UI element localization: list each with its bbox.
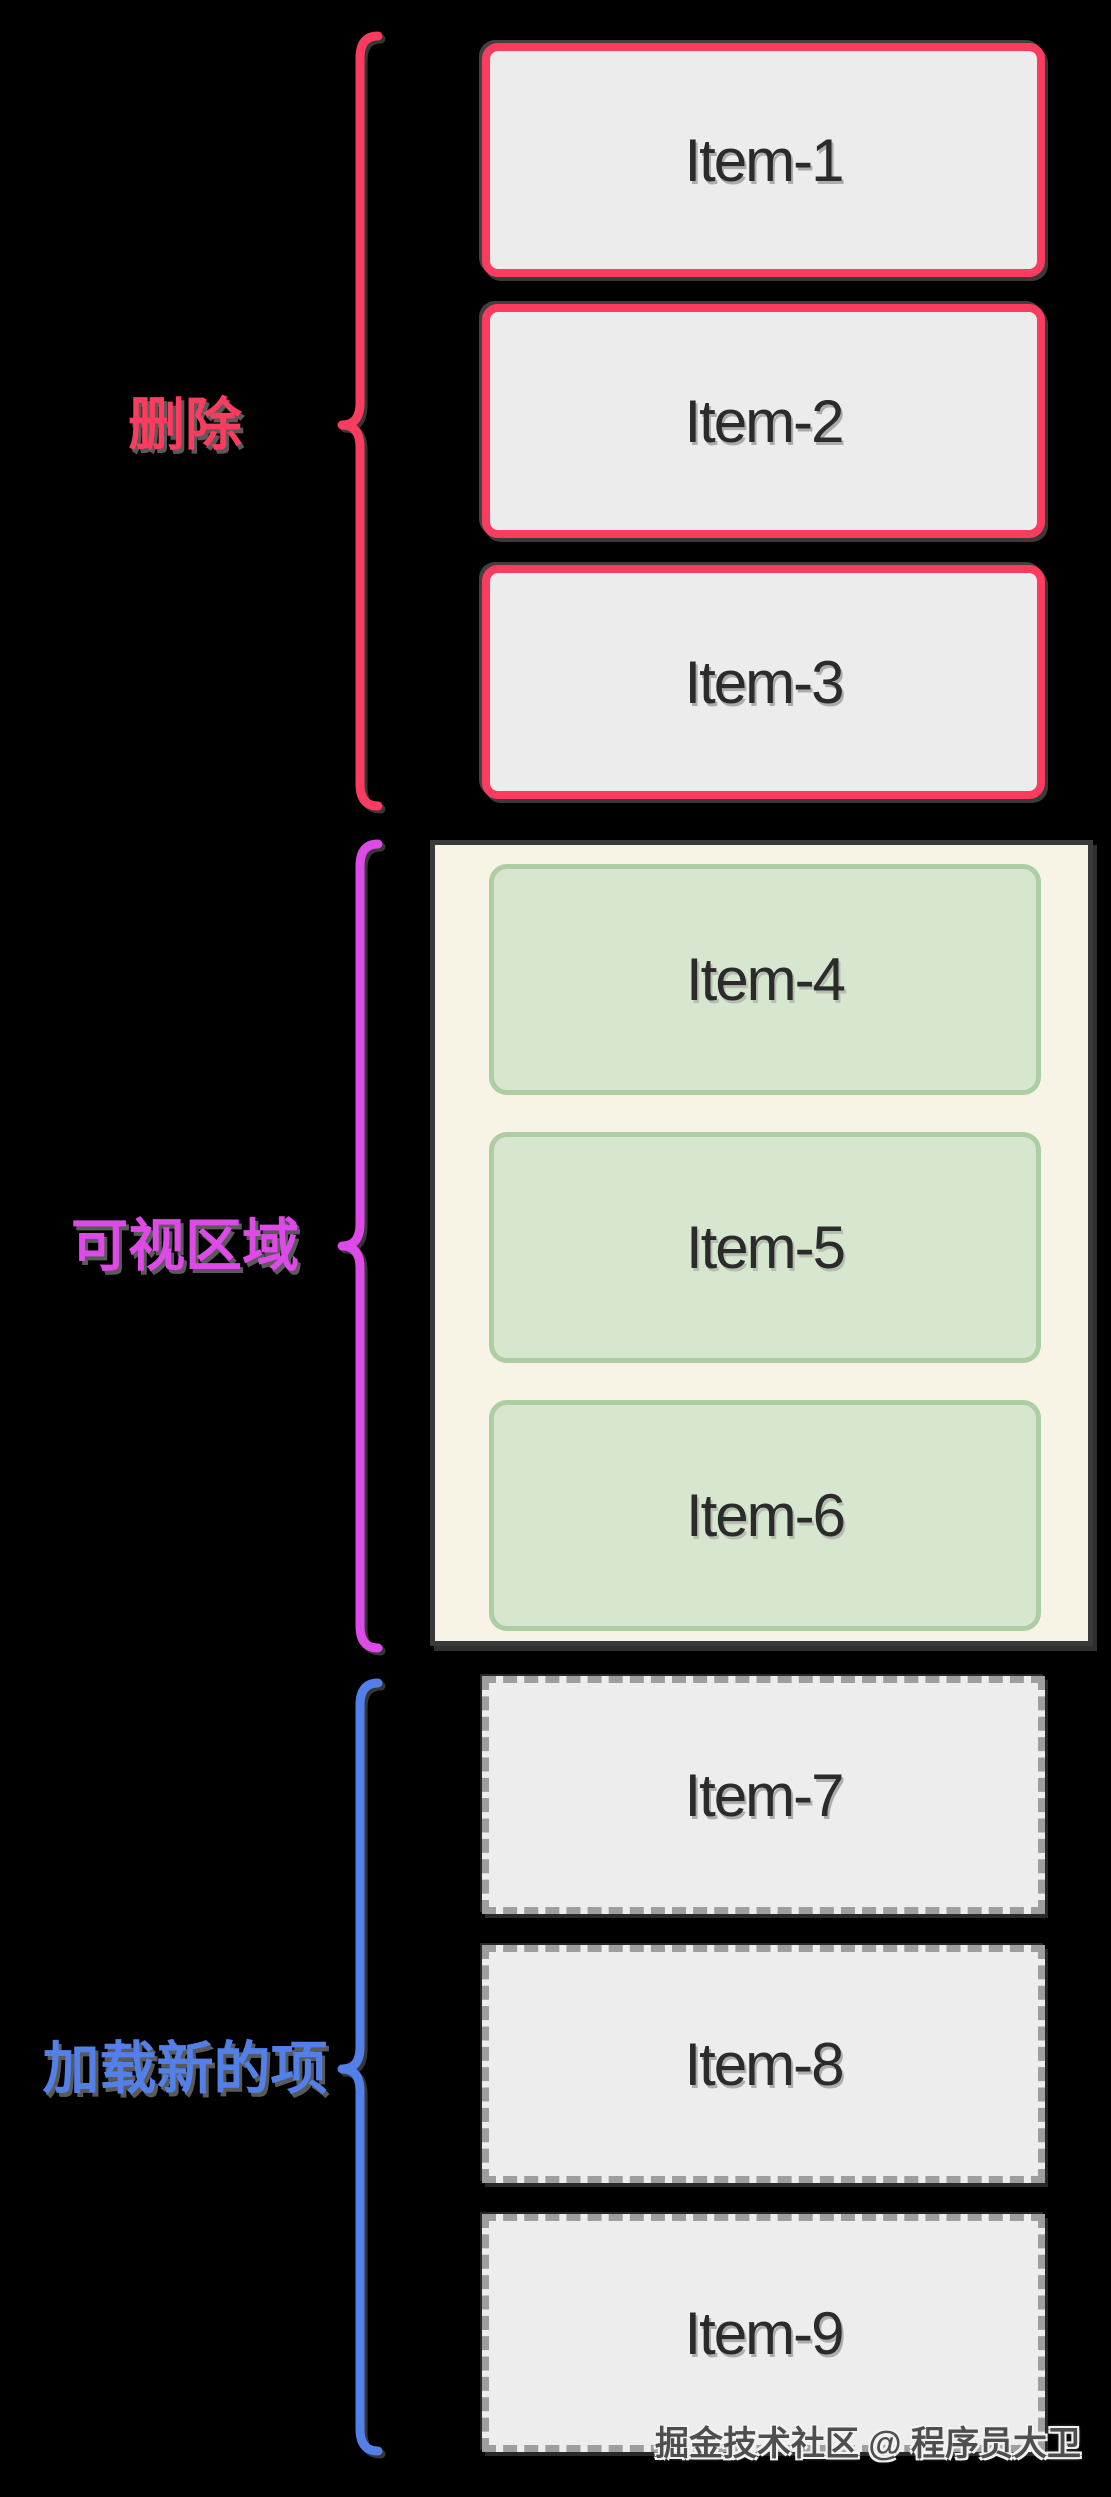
item-5-box: Item-5 — [489, 1132, 1041, 1363]
section-label-removed: 删除 — [128, 393, 242, 457]
removed-brace-icon — [337, 31, 383, 811]
item-label: Item-4 — [685, 946, 846, 1013]
item-3-box: Item-3 — [482, 565, 1045, 799]
watermark: 掘金技术社区 @ 程序员大卫 — [654, 2425, 1081, 2463]
item-9-box: Item-9 — [482, 2214, 1045, 2452]
item-label: Item-1 — [684, 126, 844, 194]
section-label-load-new-items: 加载新的项 — [42, 2037, 328, 2101]
item-label: Item-5 — [685, 1214, 846, 1281]
item-8-box: Item-8 — [482, 1945, 1045, 2183]
item-label: Item-2 — [684, 387, 844, 455]
item-4-box: Item-4 — [489, 864, 1041, 1095]
section-label-visible-area: 可视区域 — [71, 1214, 299, 1278]
item-2-box: Item-2 — [482, 304, 1045, 538]
item-label: Item-6 — [685, 1482, 846, 1549]
viewport-container: Item-4 Item-5 Item-6 — [430, 840, 1093, 1646]
item-label: Item-8 — [684, 2030, 844, 2098]
item-label: Item-3 — [684, 648, 844, 716]
item-label: Item-7 — [684, 1761, 844, 1829]
item-1-box: Item-1 — [482, 43, 1045, 277]
load-new-items-brace-icon — [337, 1678, 383, 2456]
item-7-box: Item-7 — [482, 1676, 1045, 1914]
item-6-box: Item-6 — [489, 1400, 1041, 1631]
item-label: Item-9 — [684, 2299, 844, 2367]
visible-area-brace-icon — [337, 839, 383, 1653]
